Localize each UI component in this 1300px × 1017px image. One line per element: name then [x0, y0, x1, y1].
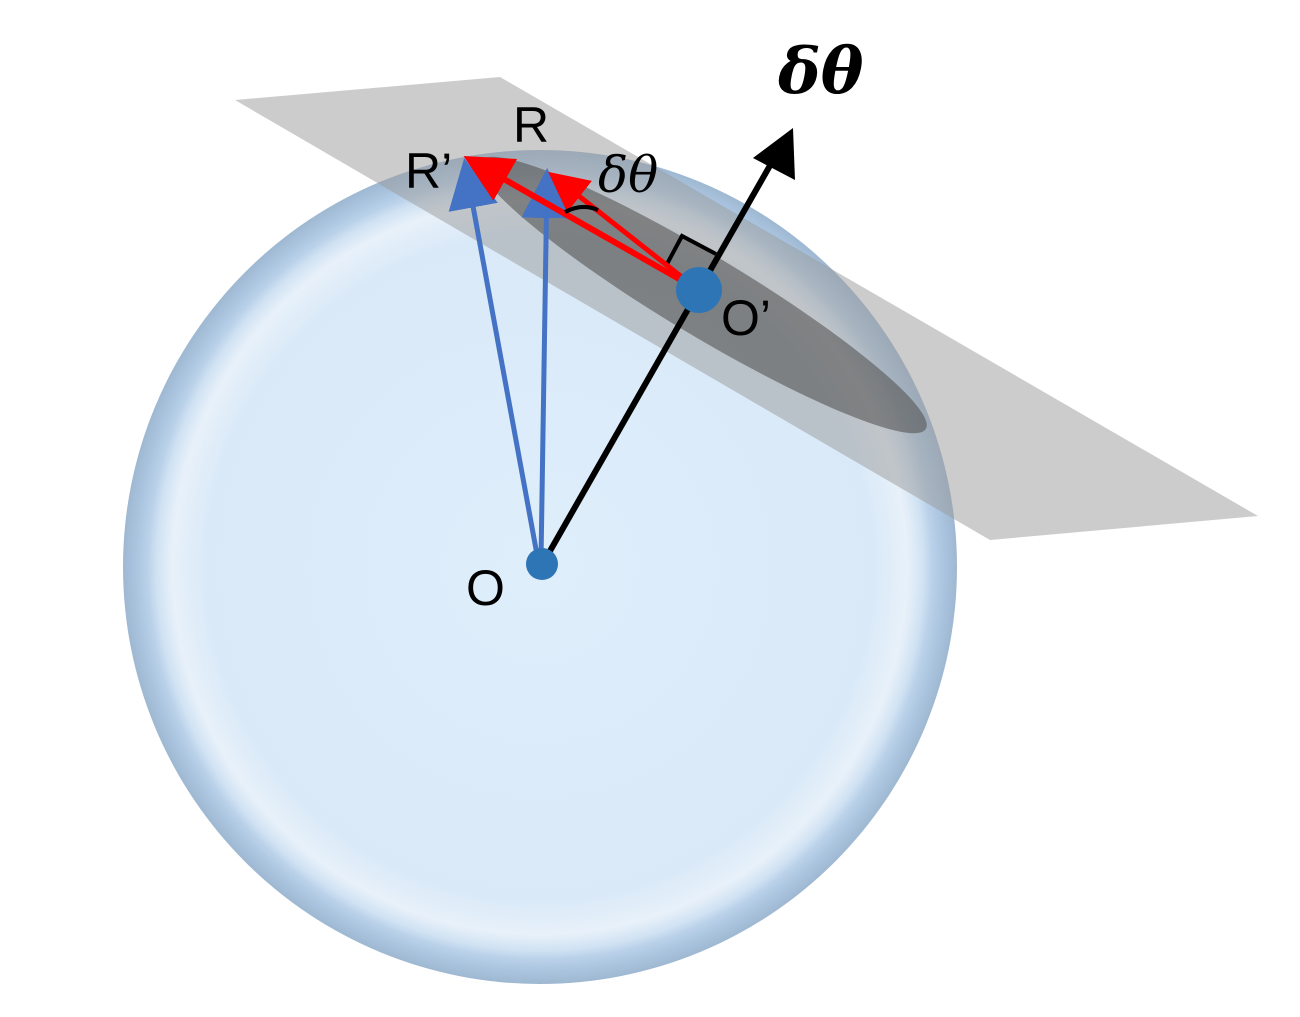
rotation-axis: [539, 160, 775, 567]
vector-O-prime-to-R: [548, 171, 694, 287]
rotation-axis-arrowhead: [753, 128, 795, 180]
vector-O-to-R-prime: [448, 158, 541, 561]
label-O: O: [466, 560, 505, 616]
right-angle-marker: [665, 233, 717, 265]
label-R-prime: R’: [405, 143, 452, 199]
label-R: R: [513, 97, 549, 153]
label-O-prime: O’: [721, 290, 771, 346]
rotation-vector-label: δθ: [777, 34, 864, 109]
angle-arc: [564, 205, 599, 214]
vector-O-prime-to-R-prime: [463, 156, 697, 291]
point-O: [526, 548, 558, 580]
vector-O-to-R: [521, 168, 572, 561]
point-O-prime: [676, 267, 722, 313]
angle-label: δθ: [598, 146, 658, 204]
